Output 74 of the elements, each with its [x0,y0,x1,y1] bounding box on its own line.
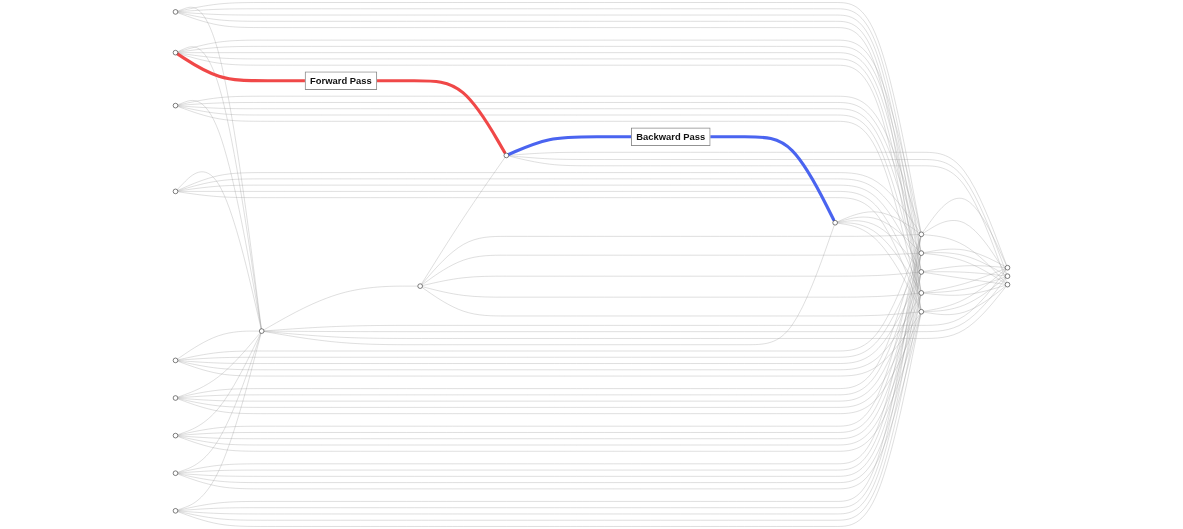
arrow [175,52,507,154]
connector [837,220,921,271]
connector [837,211,920,234]
node-circle [1004,281,1011,288]
connector [923,285,1006,315]
node-circle [918,269,924,275]
connector [923,285,1006,296]
connector [176,171,262,329]
node-circle [172,508,179,514]
connector [177,172,921,233]
connector [177,330,260,360]
connector [922,198,1007,266]
connector [923,265,1006,272]
connector [177,333,261,435]
connector [421,234,920,285]
connector [177,273,921,364]
connector [177,333,262,473]
node-circle [172,470,179,476]
connector [177,274,921,402]
connector [422,286,920,298]
node-circle [1004,265,1011,271]
connector [177,178,921,252]
connector [421,253,920,285]
connector [263,285,418,331]
connector [177,295,921,408]
edge-label: Forward Pass [310,75,372,86]
connector [923,220,1007,275]
connector [177,96,921,233]
connector [177,313,921,452]
node-circle [918,231,924,237]
connector [923,277,1006,312]
connector [177,295,921,446]
node-circle [1004,273,1011,279]
connector [923,252,1006,276]
edge-label: Backward Pass [636,131,706,142]
connector [923,272,1006,285]
node-circle [259,328,265,334]
connector [421,287,920,317]
connector [923,276,1006,293]
connector [177,184,921,270]
connector [923,234,1007,284]
node-circle [172,432,179,439]
connector [177,332,261,398]
connector [923,271,1006,277]
node-circle [172,188,179,195]
connector [177,236,921,361]
connector [923,269,1006,312]
connector [177,333,262,511]
connector [177,294,921,370]
connector [837,222,921,292]
connector [177,191,921,310]
connector [263,224,835,345]
node-circle [918,250,924,256]
connector [923,268,1006,293]
node-circle [832,220,838,226]
connector [422,272,920,286]
node-circle [172,50,179,56]
connector [177,100,262,329]
connector [177,255,921,361]
node-circle [417,283,423,289]
node-circle [172,357,179,364]
node-circle [172,102,179,109]
connector [421,157,506,285]
connector [923,253,1006,284]
node-circle [918,309,924,315]
connector [837,216,920,252]
connector [263,286,1007,339]
connector [177,313,921,414]
connector [837,222,921,310]
node-circle [918,290,924,296]
connector [177,313,921,377]
node-circle [172,395,179,401]
node-circle [503,152,509,159]
node-circle [172,9,179,15]
